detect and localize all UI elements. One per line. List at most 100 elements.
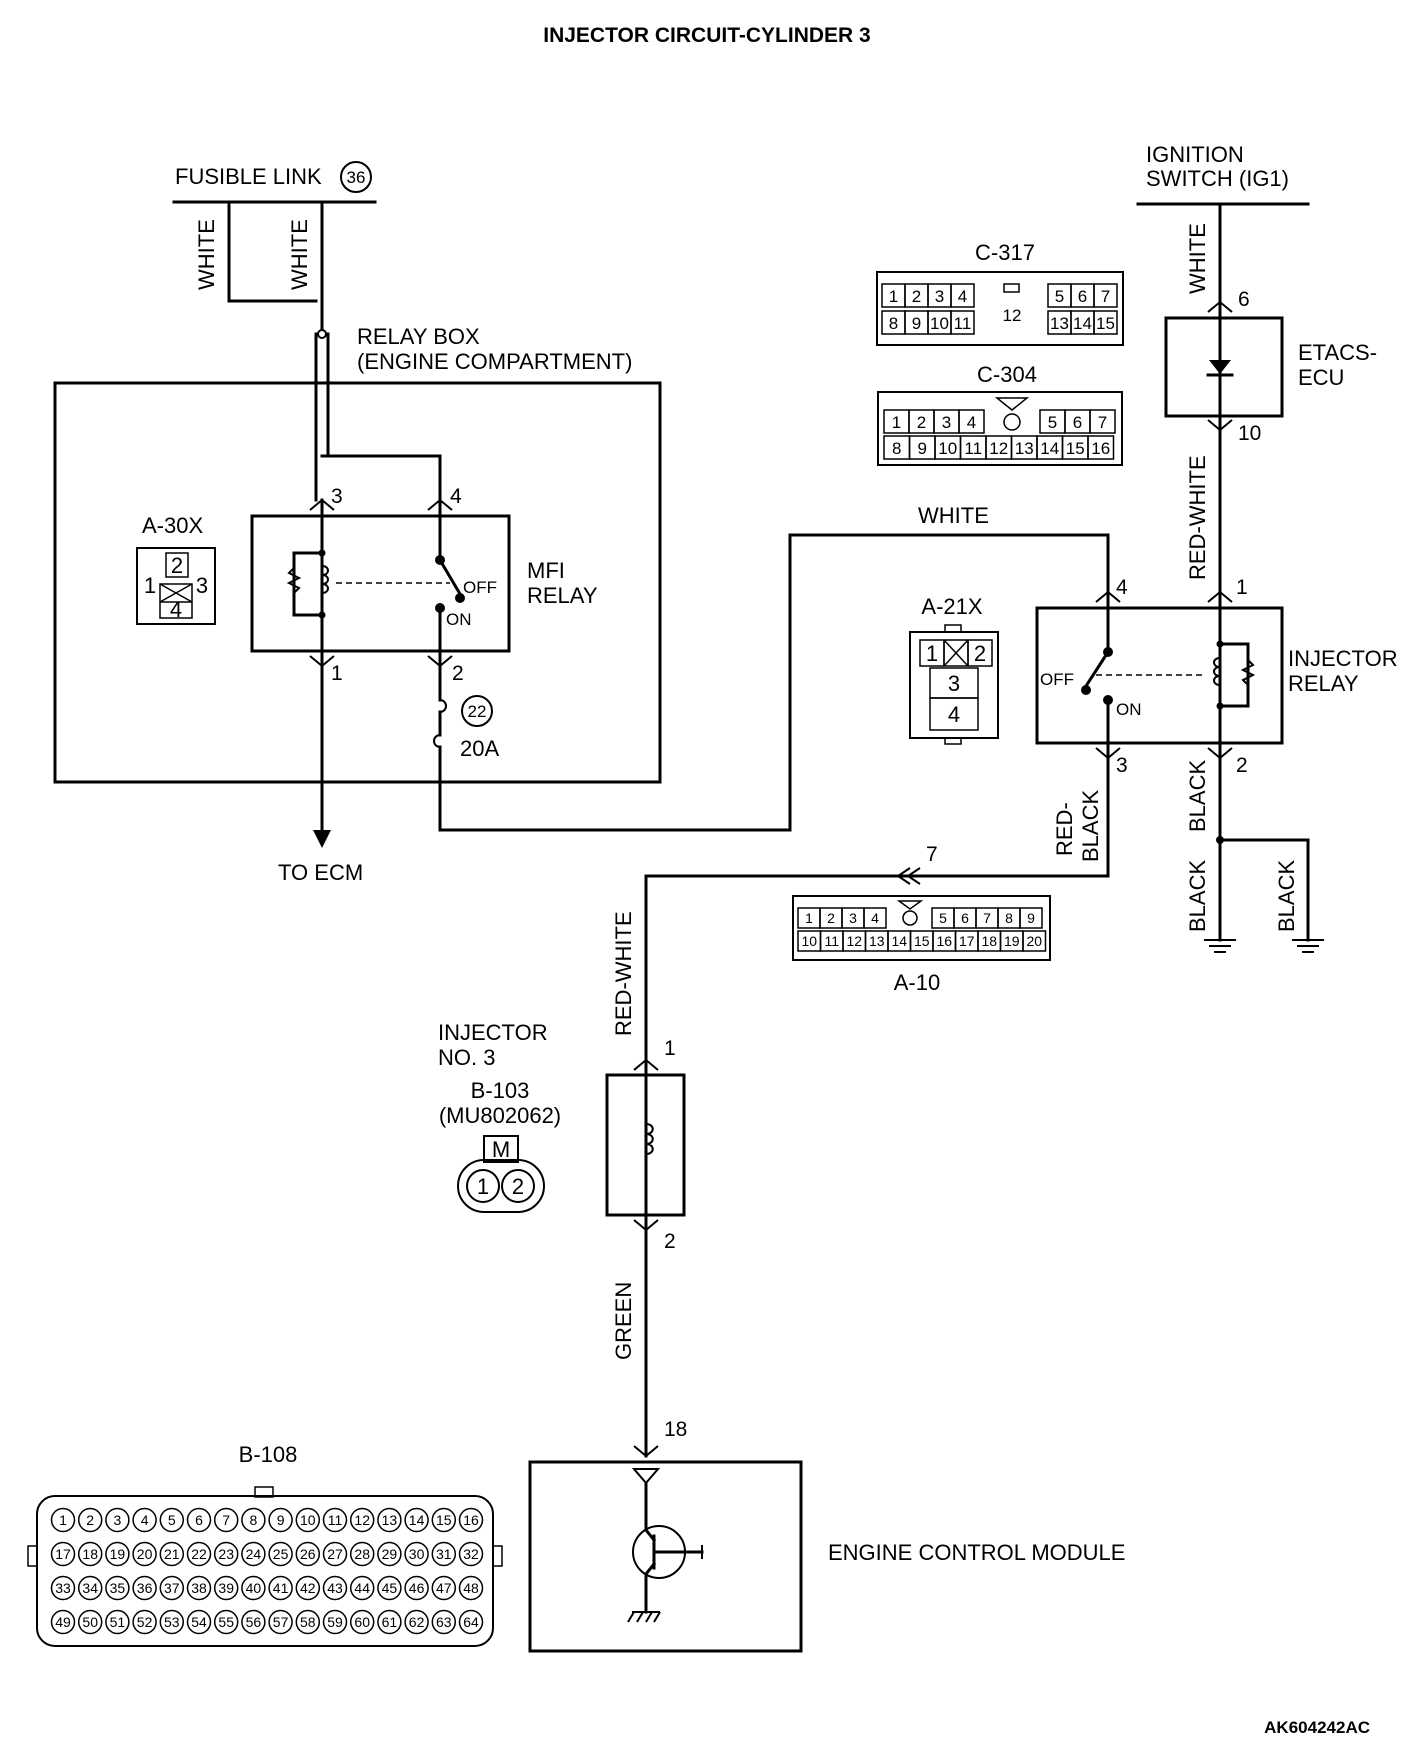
b108-pin: [77, 1507, 103, 1533]
b108-pin-label: 20: [137, 1546, 153, 1562]
b108-pin-label: 36: [137, 1580, 153, 1596]
b108-pin: [50, 1507, 76, 1533]
ignition-switch: IGNITION SWITCH (IG1) WHITE: [1136, 142, 1310, 302]
connector-pin-label: 7: [983, 910, 991, 926]
connector-pin-label: 1: [892, 413, 901, 432]
b108-pin: [77, 1541, 103, 1567]
connector-pin-label: 14: [891, 933, 907, 949]
b108-pin: [105, 1575, 130, 1601]
b108-pin-label: 11: [328, 1512, 343, 1528]
b108-pin: [268, 1609, 293, 1635]
b108-pin: [377, 1507, 402, 1533]
b108-pin: [186, 1541, 212, 1567]
connector-pin-label: 20: [1026, 933, 1042, 949]
injector-relay-label-1: INJECTOR: [1288, 646, 1398, 671]
ground-symbol: [1292, 939, 1324, 953]
etacs-label-2: ECU: [1298, 365, 1344, 390]
connector-pin-label: 16: [1091, 439, 1110, 458]
inj-pin-2: 2: [664, 1230, 676, 1253]
b108-pin: [241, 1575, 266, 1601]
b108-pin-label: 61: [382, 1614, 398, 1630]
connector-pin-label: 1: [889, 287, 898, 306]
relay-box-label-1: RELAY BOX: [357, 324, 480, 349]
wire-color-red-black-2: BLACK: [1078, 790, 1103, 862]
wire-color-green: GREEN: [611, 1282, 636, 1360]
b108-pin-label: 43: [327, 1580, 343, 1596]
b108-pin: [132, 1609, 157, 1635]
connector-pin-label: 13: [1050, 314, 1069, 333]
etacs-ecu: 6 10 ETACS- ECU: [1164, 288, 1377, 445]
b108-pin-label: 56: [246, 1614, 262, 1630]
b108-pin-label: 10: [300, 1512, 316, 1528]
b108-pin: [268, 1507, 293, 1533]
b108-pin-label: 17: [55, 1546, 71, 1562]
b108-pin: [77, 1609, 103, 1635]
connector-c317-name: C-317: [975, 240, 1035, 265]
b108-pin: [377, 1575, 402, 1601]
connector-cell: [1019, 907, 1043, 929]
b108-pin: [295, 1575, 321, 1601]
b108-pin-label: 45: [382, 1580, 398, 1596]
b108-pin-label: 14: [409, 1512, 425, 1528]
b108-pin: [213, 1575, 239, 1601]
b108-pin: [186, 1575, 212, 1601]
b108-pin-label: 49: [55, 1614, 71, 1630]
connector-pin-label: 3: [942, 413, 951, 432]
connector-pin-label: 3: [849, 910, 857, 926]
injector-relay: OFF ON INJECTOR RELAY 4 1 3 2: [1035, 576, 1398, 777]
connector-pin-label: 10: [938, 439, 957, 458]
b108-pin: [404, 1507, 429, 1533]
connector-pin-label: 5: [1055, 287, 1064, 306]
b108-pin-label: 50: [82, 1614, 98, 1630]
connector-pin-label: 14: [1073, 314, 1092, 333]
b108-pin-label: 62: [409, 1614, 425, 1630]
wire-green: GREEN 18: [611, 1228, 687, 1458]
b108-pin: [295, 1541, 321, 1567]
b108-pin-label: 16: [463, 1512, 479, 1528]
b108-pin-label: 33: [55, 1580, 71, 1596]
b108-pin: [50, 1609, 76, 1635]
b108-pin-label: 37: [164, 1580, 180, 1596]
connector-pin-label: 11: [954, 314, 972, 333]
a30x-pin: 4: [170, 597, 182, 622]
b108-pin: [458, 1507, 484, 1533]
connector-c304-name: C-304: [977, 362, 1037, 387]
c317-pin-12: 12: [1003, 306, 1022, 325]
connector-pin-label: 15: [1096, 314, 1115, 333]
connector-b103: M 1 2: [457, 1135, 545, 1213]
b108-pin-label: 5: [168, 1512, 176, 1528]
mfi-relay: OFF ON MFI RELAY 3 4 1 2: [250, 485, 598, 692]
ir-pin-3: 3: [1116, 754, 1128, 777]
b103-pin: 2: [512, 1174, 524, 1199]
b108-pin-label: 19: [110, 1546, 126, 1562]
b108-pin-label: 2: [86, 1512, 94, 1528]
connector-cell: [950, 310, 975, 335]
wire-color-red-black-1: RED-: [1052, 802, 1077, 856]
etacs-label-1: ETACS-: [1298, 340, 1377, 365]
b108-pin-label: 57: [273, 1614, 289, 1630]
b108-pin: [458, 1541, 484, 1567]
connector-pin-label: 1: [805, 910, 813, 926]
connector-pin-label: 14: [1040, 439, 1059, 458]
ecm-pin-18: 18: [664, 1418, 687, 1441]
fusible-link-number: 36: [347, 168, 366, 187]
wire-color-red-white-inj: RED-WHITE: [611, 911, 636, 1036]
b108-pin-label: 6: [195, 1512, 203, 1528]
b108-pin: [132, 1575, 157, 1601]
to-ecm: TO ECM: [278, 668, 363, 885]
b108-pin: [213, 1507, 239, 1533]
connector-pin-label: 12: [989, 439, 1008, 458]
a21x-pin: 1: [926, 641, 938, 666]
wire-color-black-gnd-1: BLACK: [1185, 860, 1210, 932]
b108-pin-label: 60: [354, 1614, 370, 1630]
b108-pin: [295, 1507, 321, 1533]
b108-pin: [105, 1541, 130, 1567]
b108-pin: [186, 1507, 212, 1533]
connector-pin-label: 11: [964, 439, 982, 458]
a21x-pin: 3: [948, 671, 960, 696]
mfi-on-label: ON: [446, 610, 472, 629]
wire-color-white-ig: WHITE: [1185, 223, 1210, 294]
b108-pin-label: 4: [141, 1512, 149, 1528]
